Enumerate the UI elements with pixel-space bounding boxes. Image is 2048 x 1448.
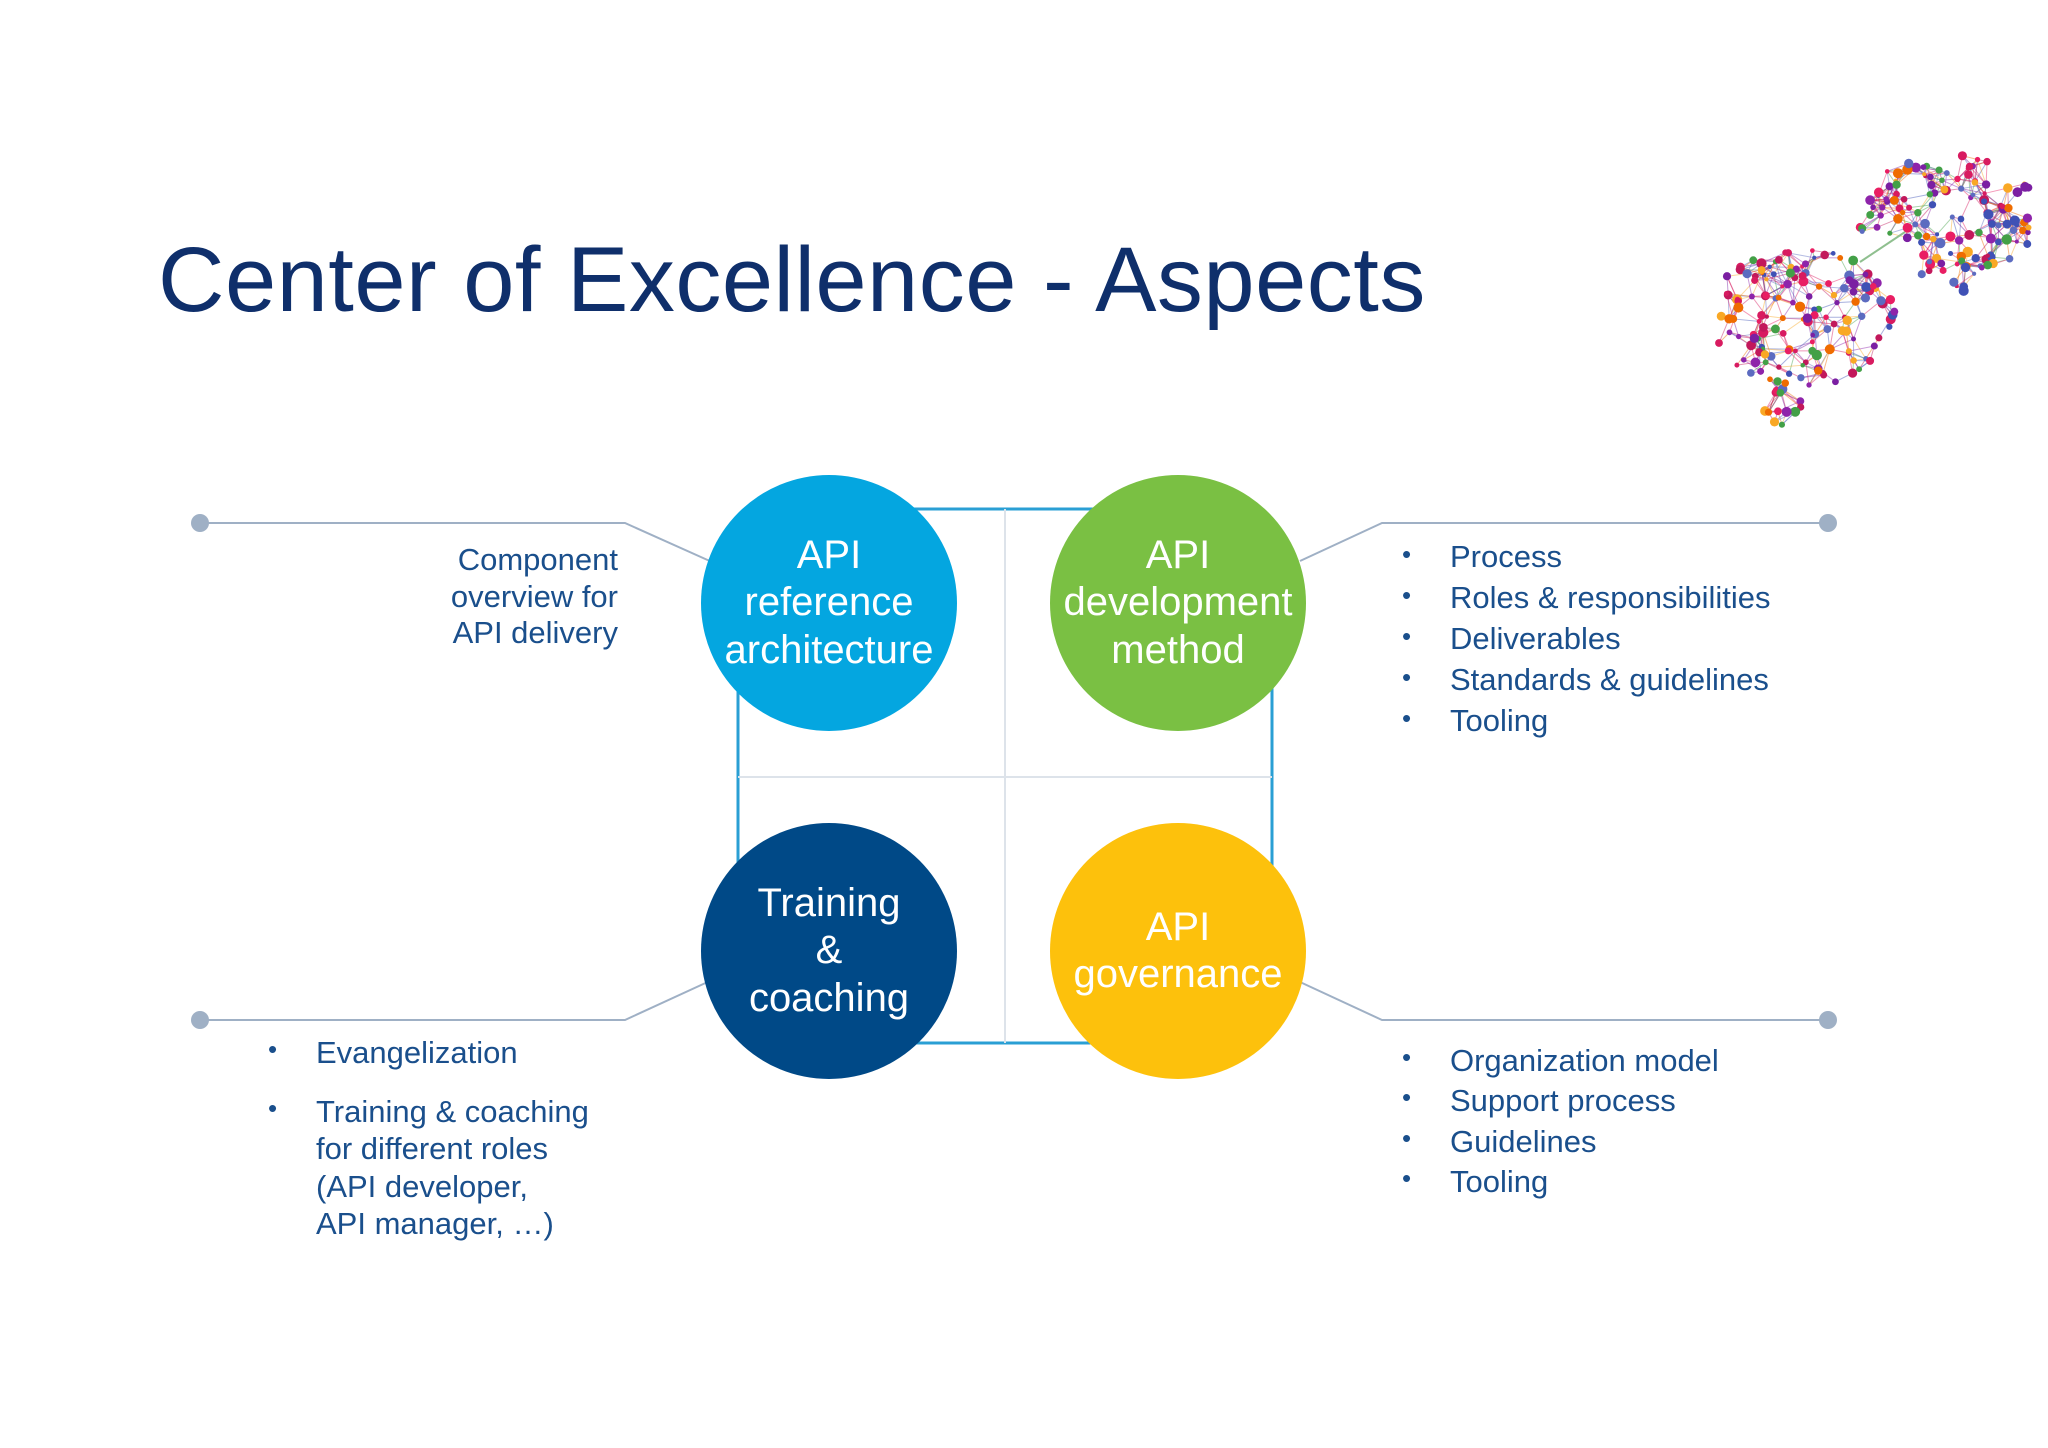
list-item: Tooling [1402,701,1770,742]
circle-development-method [1050,475,1306,731]
annotation-reference-architecture: Component overview for API delivery [450,542,618,651]
annotation-training-coaching: EvangelizationTraining & coaching for di… [268,1034,589,1242]
list-item: Evangelization [268,1034,589,1071]
connector-endpoint-top-right [1819,514,1837,532]
annotation-governance: Organization modelSupport processGuideli… [1402,1041,1719,1202]
circle-training-coaching [701,823,957,1079]
circle-governance [1050,823,1306,1079]
connector-endpoint-top-left [191,514,209,532]
list-item: Deliverables [1402,619,1770,660]
connector-endpoint-bottom-left [191,1011,209,1029]
label-governance: API governance [1073,904,1283,996]
connector-endpoint-bottom-right [1819,1011,1837,1029]
list-item: Support process [1402,1081,1719,1121]
label-reference-architecture: API reference architecture [724,533,934,672]
list-item: Organization model [1402,1041,1719,1081]
list-item: Training & coaching for different roles … [268,1093,589,1242]
label-training-coaching: Training & coaching [748,881,910,1020]
label-development-method: API development method [1063,533,1293,672]
slide-title: Center of Excellence - Aspects [158,229,1426,331]
list-item: Process [1402,537,1770,578]
annotation-development-method: ProcessRoles & responsibilitiesDeliverab… [1402,537,1770,742]
list-item: Roles & responsibilities [1402,578,1770,619]
list-item: Tooling [1402,1162,1719,1202]
list-item: Guidelines [1402,1122,1719,1162]
connector-top-right [1299,522,1828,562]
connector-bottom-right [1299,981,1828,1021]
connector-top-left [200,522,713,563]
circle-reference-architecture [701,475,957,731]
network-brain-illustration [1715,151,2033,428]
connector-bottom-left [200,979,713,1021]
list-item: Standards & guidelines [1402,660,1770,701]
